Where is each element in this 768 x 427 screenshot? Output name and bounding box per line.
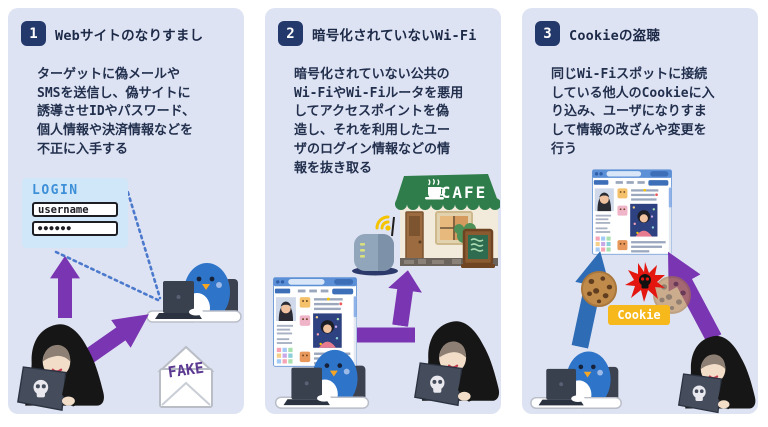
login-form-title: LOGIN: [32, 183, 79, 198]
victim-penguin-illustration: [273, 338, 373, 414]
panel-2-number-badge: 2: [278, 21, 303, 46]
panel-website-spoofing: 1 Webサイトのなりすまし ターゲットに偽メールや SMSを送信し、偽サイトに…: [8, 8, 244, 414]
wifi-signal-icon: [375, 215, 390, 230]
fake-label: FAKE: [167, 359, 205, 382]
panel-2-header: 2 暗号化されていないWi-Fi: [278, 21, 477, 46]
skull-burst-icon: [625, 262, 665, 302]
fake-mail-envelope-illustration: FAKE: [157, 345, 215, 408]
password-field: ●●●●●●: [32, 221, 118, 236]
panel-3-description: 同じWi-Fiスポットに接続 している他人のCookieに入 り込み、ユーザにな…: [551, 67, 715, 157]
panel-3-title: Cookieの盗聴: [569, 27, 661, 44]
panel-unencrypted-wifi: 2 暗号化されていないWi-Fi 暗号化されていない公共の Wi-FiやWi-F…: [265, 8, 501, 414]
username-field: username: [32, 202, 118, 217]
panel-3-number-badge: 3: [535, 21, 560, 46]
phishing-dotted-lines: [54, 184, 162, 302]
hacker-illustration: [674, 333, 762, 415]
cookie-icon: [580, 270, 618, 308]
victim-penguin-illustration: [528, 340, 626, 414]
panel-1-description: ターゲットに偽メールや SMSを送信し、偽サイトに 誘導させIDやパスワード、 …: [37, 67, 196, 157]
panel-cookie-eavesdropping: 3 Cookieの盗聴 同じWi-Fiスポットに接続 している他人のCookie…: [522, 8, 758, 414]
arrow-up-to-fake-site-icon: [50, 256, 80, 318]
panel-2-description: 暗号化されていない公共の Wi-FiやWi-Fiルータを悪用 してアクセスポイン…: [294, 67, 464, 176]
panel-1-title: Webサイトのなりすまし: [55, 27, 204, 44]
victim-penguin-illustration: [144, 251, 246, 328]
panel-2-title: 暗号化されていないWi-Fi: [312, 27, 477, 44]
panel-1-header: 1 Webサイトのなりすまし: [21, 21, 203, 46]
cafe-sign-label: CAFE: [441, 183, 488, 202]
sns-profile-window-illustration: [592, 168, 672, 256]
hacker-illustration: [413, 313, 503, 413]
panel-3-header: 3 Cookieの盗聴: [535, 21, 660, 46]
cookie-label-badge: Cookie: [608, 305, 670, 325]
cafe-and-router-illustration: CAFE: [352, 174, 500, 276]
fake-login-form: LOGIN username ●●●●●●: [22, 178, 128, 248]
panel-1-number-badge: 1: [21, 21, 46, 46]
hacker-illustration: [16, 320, 108, 414]
